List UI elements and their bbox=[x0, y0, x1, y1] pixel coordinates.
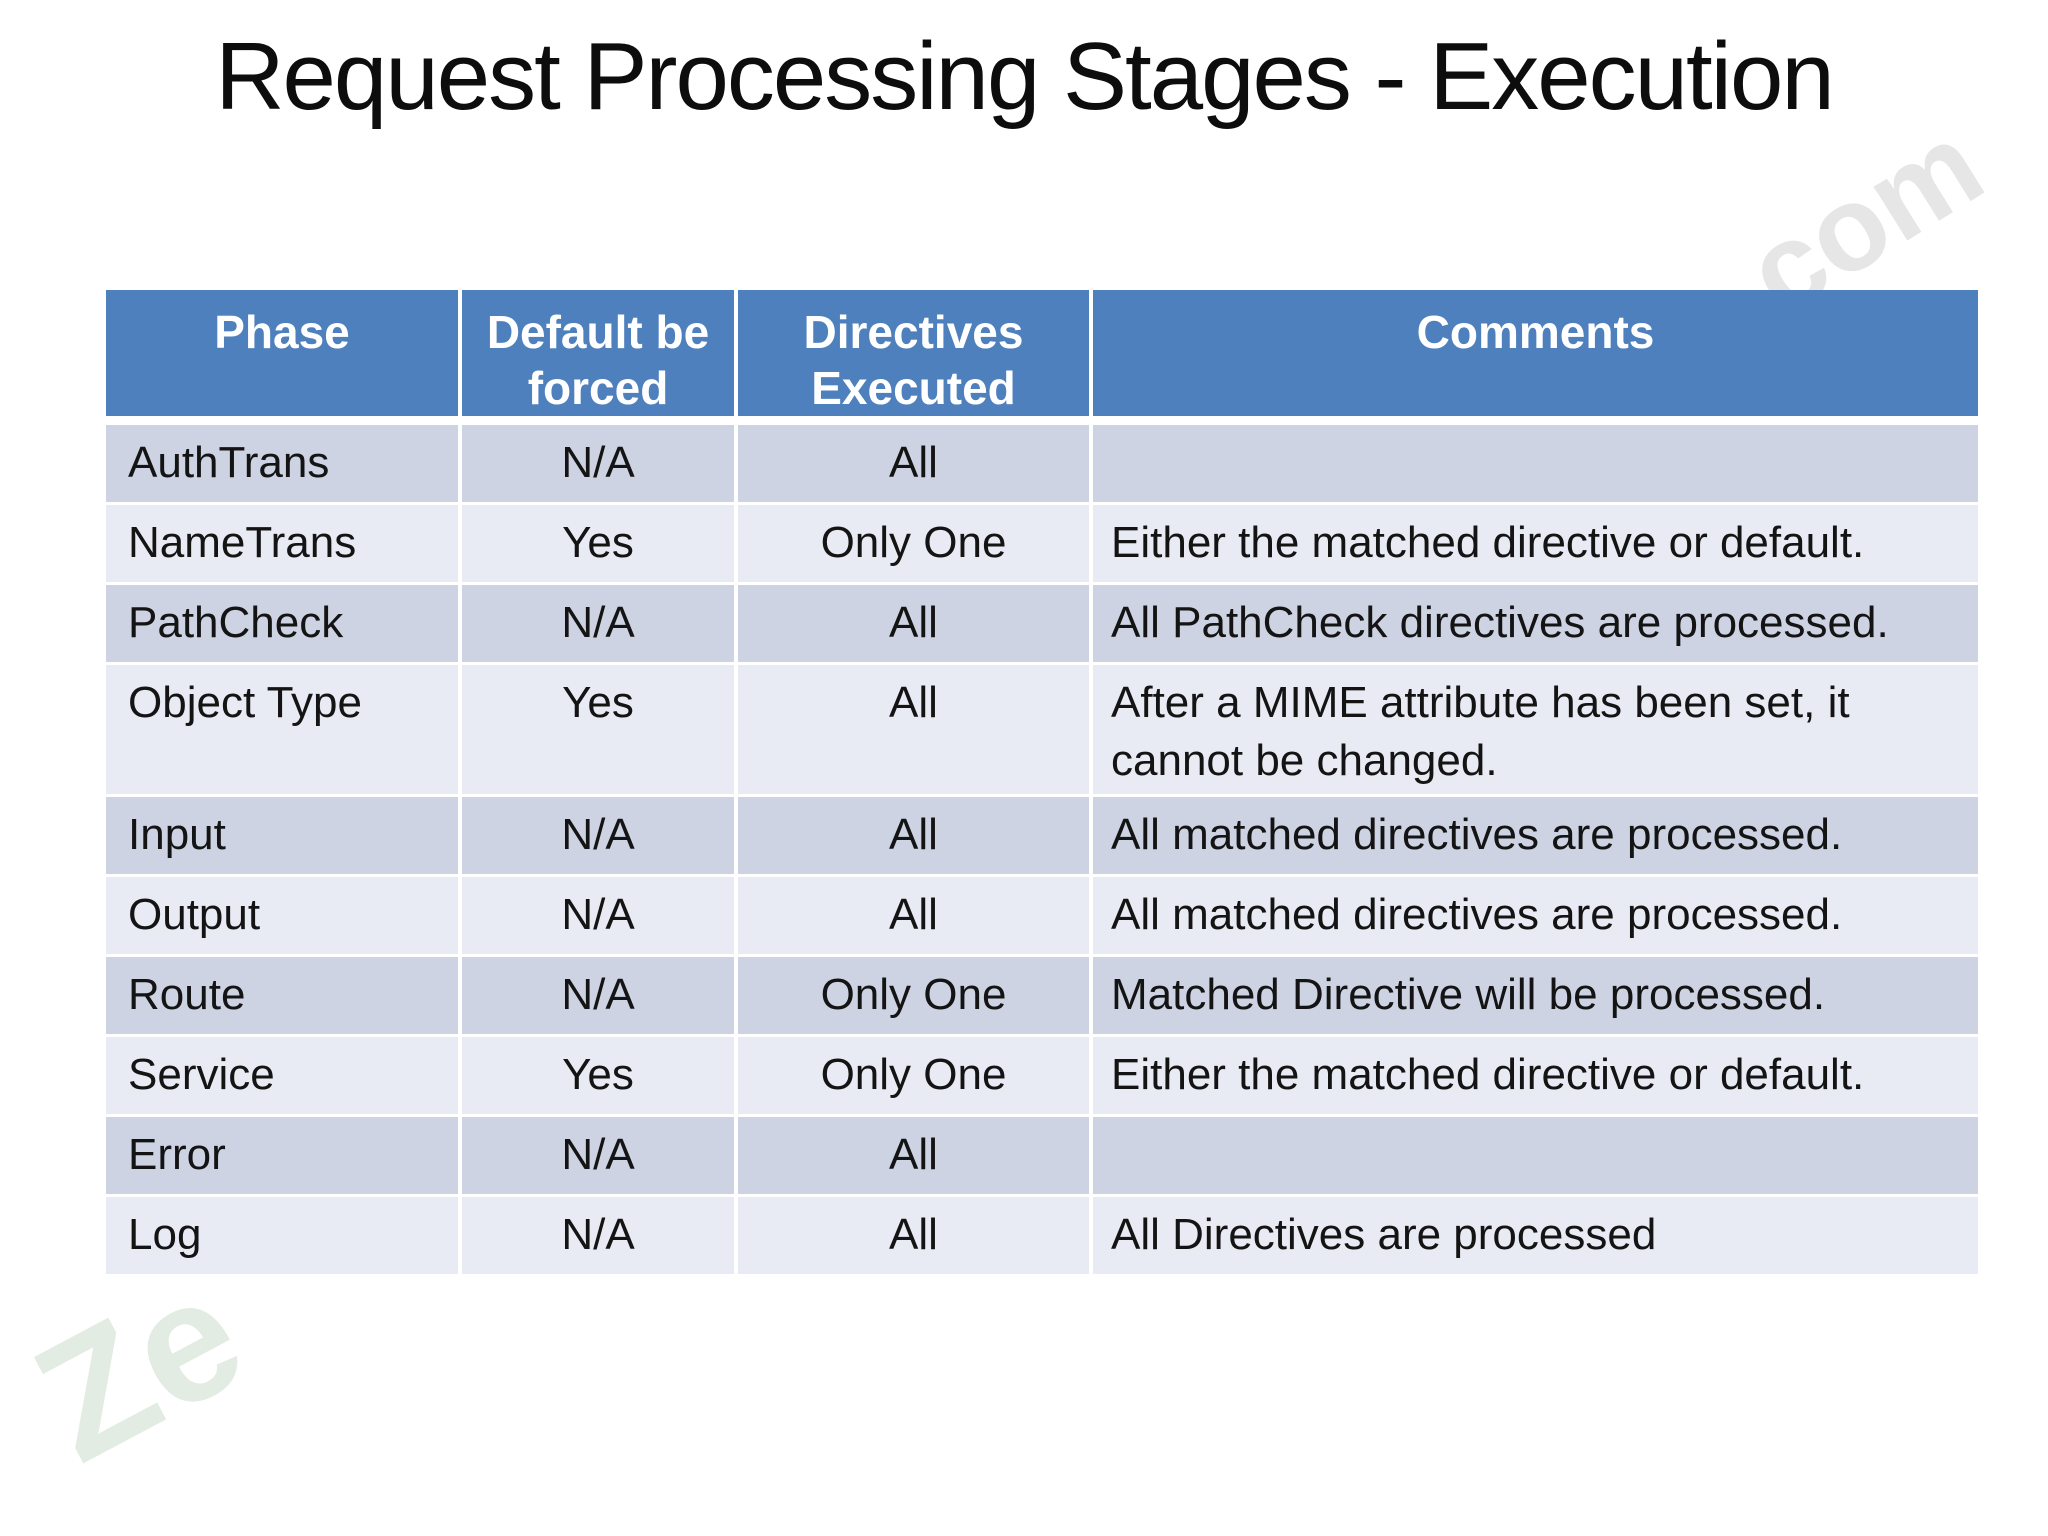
default-forced-cell: N/A bbox=[462, 957, 738, 1037]
default-forced-cell: N/A bbox=[462, 585, 738, 665]
table-row: Error N/A All bbox=[106, 1117, 1978, 1197]
table-row: Output N/A All All matched directives ar… bbox=[106, 877, 1978, 957]
default-forced-cell: N/A bbox=[462, 1117, 738, 1197]
default-forced-cell: Yes bbox=[462, 665, 738, 797]
default-forced-cell: N/A bbox=[462, 1197, 738, 1277]
directives-cell: All bbox=[738, 425, 1093, 505]
phase-cell: Route bbox=[106, 957, 462, 1037]
phase-cell: Output bbox=[106, 877, 462, 957]
comments-cell bbox=[1093, 425, 1978, 505]
phase-cell: Error bbox=[106, 1117, 462, 1197]
directives-cell: All bbox=[738, 797, 1093, 877]
directives-cell: Only One bbox=[738, 957, 1093, 1037]
phase-cell: NameTrans bbox=[106, 505, 462, 585]
directives-cell: All bbox=[738, 1117, 1093, 1197]
comments-cell: All matched directives are processed. bbox=[1093, 797, 1978, 877]
directives-cell: Only One bbox=[738, 505, 1093, 585]
default-forced-cell: N/A bbox=[462, 425, 738, 505]
table-row: Log N/A All All Directives are processed bbox=[106, 1197, 1978, 1277]
table-row: AuthTrans N/A All bbox=[106, 425, 1978, 505]
comments-cell: Either the matched directive or default. bbox=[1093, 1037, 1978, 1117]
phase-cell: AuthTrans bbox=[106, 425, 462, 505]
request-stages-table: Phase Default be forced Directives Execu… bbox=[106, 290, 1978, 1277]
table-row: NameTrans Yes Only One Either the matche… bbox=[106, 505, 1978, 585]
directives-cell: All bbox=[738, 665, 1093, 797]
table-header-row: Phase Default be forced Directives Execu… bbox=[106, 290, 1978, 425]
directives-cell: All bbox=[738, 877, 1093, 957]
table-row: Service Yes Only One Either the matched … bbox=[106, 1037, 1978, 1117]
comments-cell: All PathCheck directives are processed. bbox=[1093, 585, 1978, 665]
header-default-be-forced: Default be forced bbox=[462, 290, 738, 425]
default-forced-cell: N/A bbox=[462, 797, 738, 877]
comments-cell: Either the matched directive or default. bbox=[1093, 505, 1978, 585]
directives-cell: Only One bbox=[738, 1037, 1093, 1117]
table-row: Input N/A All All matched directives are… bbox=[106, 797, 1978, 877]
phase-cell: Input bbox=[106, 797, 462, 877]
page-title: Request Processing Stages - Execution bbox=[215, 23, 1835, 130]
comments-cell: All Directives are processed bbox=[1093, 1197, 1978, 1277]
default-forced-cell: Yes bbox=[462, 1037, 738, 1117]
directives-cell: All bbox=[738, 1197, 1093, 1277]
default-forced-cell: N/A bbox=[462, 877, 738, 957]
default-forced-cell: Yes bbox=[462, 505, 738, 585]
comments-cell bbox=[1093, 1117, 1978, 1197]
phase-cell: PathCheck bbox=[106, 585, 462, 665]
phase-cell: Object Type bbox=[106, 665, 462, 797]
header-comments: Comments bbox=[1093, 290, 1978, 425]
phase-cell: Service bbox=[106, 1037, 462, 1117]
comments-cell: After a MIME attribute has been set, it … bbox=[1093, 665, 1978, 797]
header-phase: Phase bbox=[106, 290, 462, 425]
table-row: Object Type Yes All After a MIME attribu… bbox=[106, 665, 1978, 797]
comments-cell: Matched Directive will be processed. bbox=[1093, 957, 1978, 1037]
comments-cell: All matched directives are processed. bbox=[1093, 877, 1978, 957]
header-directives-executed: Directives Executed bbox=[738, 290, 1093, 425]
table-row: Route N/A Only One Matched Directive wil… bbox=[106, 957, 1978, 1037]
directives-cell: All bbox=[738, 585, 1093, 665]
phase-cell: Log bbox=[106, 1197, 462, 1277]
table-row: PathCheck N/A All All PathCheck directiv… bbox=[106, 585, 1978, 665]
